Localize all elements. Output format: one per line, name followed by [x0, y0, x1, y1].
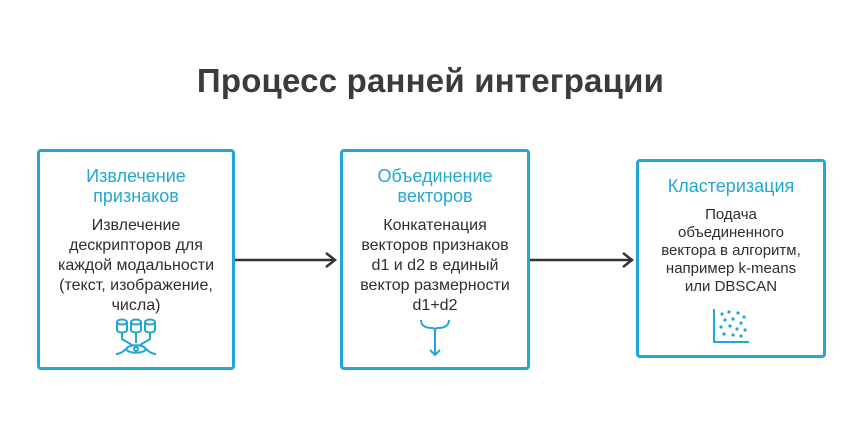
step-desc-line: числа) [111, 297, 161, 314]
step-desc-line: Извлечение [91, 217, 181, 234]
step-desc-line: d1 и d2 в единый [371, 257, 499, 274]
step-desc-line: дескрипторов для [69, 237, 203, 254]
step-desc-line: (текст, изображение, [59, 277, 213, 294]
step-title-line: векторов [397, 186, 473, 206]
step-vector-merge: Объединение векторов Конкатенация вектор… [340, 149, 530, 370]
scatter-plot-icon [713, 309, 749, 343]
step-desc-line: вектор размерности [360, 277, 510, 294]
step-description: Конкатенация векторов признаков d1 и d2 … [343, 216, 527, 316]
step-title-line: Объединение [377, 166, 493, 186]
step-desc-line: вектора в алгоритм, [661, 242, 801, 259]
step-feature-extraction: Извлечение признаков Извлечение дескрипт… [37, 149, 235, 370]
step-desc-line: или DBSCAN [684, 278, 778, 295]
step-desc-line: Подача [705, 206, 757, 223]
step-description: Подача объединенного вектора в алгоритм,… [639, 206, 823, 296]
databases-merge-icon [115, 318, 157, 355]
step-title-line: Кластеризация [667, 176, 795, 196]
step-desc-line: объединенного [678, 224, 784, 241]
step-title: Извлечение признаков [40, 166, 232, 206]
step-title-line: признаков [93, 186, 179, 206]
flow-arrow [530, 252, 635, 268]
step-desc-line: Конкатенация [383, 217, 487, 234]
step-title: Кластеризация [639, 176, 823, 196]
step-desc-line: векторов признаков [361, 237, 509, 254]
step-clustering: Кластеризация Подача объединенного векто… [636, 159, 826, 358]
step-description: Извлечение дескрипторов для каждой модал… [40, 216, 232, 316]
diagram-title: Процесс ранней интеграции [196, 62, 665, 99]
flow-arrow [235, 252, 338, 268]
merge-arrow-icon [420, 319, 450, 357]
step-desc-line: каждой модальности [57, 257, 215, 274]
step-desc-line: d1+d2 [412, 297, 458, 314]
step-title-line: Извлечение [86, 166, 186, 186]
step-title: Объединение векторов [343, 166, 527, 206]
step-desc-line: например k-means [665, 260, 797, 277]
